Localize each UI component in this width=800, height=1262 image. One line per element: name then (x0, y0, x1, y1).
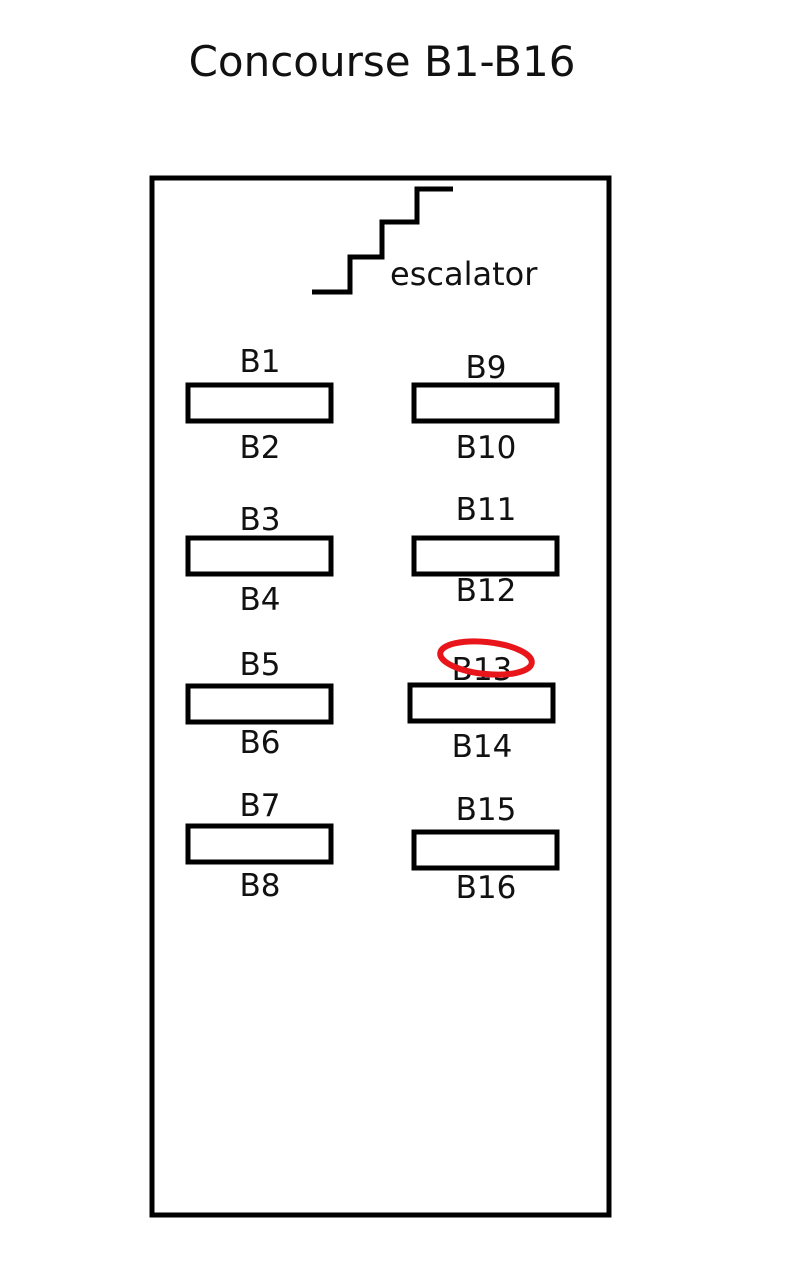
gate-counter-b9-b10 (411, 382, 560, 424)
gate-label-b16: B16 (456, 870, 517, 906)
gate-label-b9: B9 (466, 350, 507, 386)
gate-label-b2: B2 (240, 430, 281, 466)
gate-counter-b7-b8 (185, 823, 334, 865)
gate-label-b7: B7 (240, 788, 281, 824)
gate-counter-b1-b2 (185, 382, 334, 424)
gate-counter-b11-b12 (411, 535, 560, 577)
gate-counter-b15-b16 (411, 829, 560, 871)
gate-label-b10: B10 (456, 430, 517, 466)
escalator-icon (312, 186, 453, 295)
gate-label-b12: B12 (456, 573, 517, 609)
gate-label-b1: B1 (240, 344, 281, 380)
highlight-circle-b13 (437, 638, 535, 678)
map-title: Concourse B1-B16 (189, 37, 576, 86)
gate-counter-b13-b14 (407, 682, 556, 724)
gate-label-b11: B11 (456, 492, 517, 528)
gate-label-b14: B14 (452, 729, 513, 765)
gate-label-b15: B15 (456, 792, 517, 828)
concourse-outline (149, 175, 612, 1218)
gate-counter-b5-b6 (185, 683, 334, 725)
gate-label-b3: B3 (240, 502, 281, 538)
gate-label-b8: B8 (240, 868, 281, 904)
gate-label-b5: B5 (240, 647, 281, 683)
gate-counter-b3-b4 (185, 535, 334, 577)
gate-label-b4: B4 (240, 582, 281, 618)
escalator-label: escalator (390, 255, 538, 293)
gate-label-b6: B6 (240, 725, 281, 761)
